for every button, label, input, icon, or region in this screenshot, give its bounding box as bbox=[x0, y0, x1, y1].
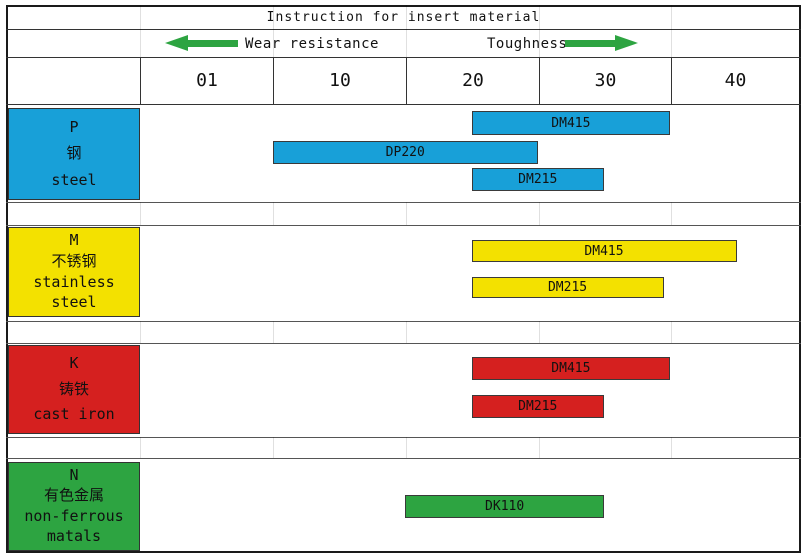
grid-vguide bbox=[671, 437, 672, 458]
arrow-head-left bbox=[165, 35, 188, 51]
axis-tick-40: 40 bbox=[671, 57, 799, 104]
material-label-line: K bbox=[69, 353, 79, 372]
material-label-line: matals bbox=[46, 527, 102, 546]
grid-vguide bbox=[406, 5, 407, 29]
grid-vguide bbox=[140, 5, 141, 29]
material-label-line: steel bbox=[51, 170, 97, 189]
material-label-line: M bbox=[69, 231, 79, 249]
arrow-shaft bbox=[565, 39, 615, 47]
grid-vguide bbox=[273, 321, 274, 343]
grid-vguide bbox=[406, 321, 407, 343]
material-label-line: steel bbox=[51, 293, 97, 312]
grid-vguide bbox=[140, 202, 141, 225]
grid-hline bbox=[6, 458, 801, 459]
material-label-line: stainless bbox=[33, 272, 115, 291]
grid-hline bbox=[6, 437, 801, 438]
grid-hline bbox=[6, 104, 801, 105]
grid-vguide bbox=[539, 202, 540, 225]
table-frame bbox=[6, 5, 801, 553]
grid-vguide bbox=[539, 29, 540, 57]
grid-vguide bbox=[273, 29, 274, 57]
toughness-label: Toughness bbox=[487, 36, 568, 52]
range-bar-M-DM415: DM415 bbox=[471, 240, 737, 262]
grid-hline bbox=[6, 202, 801, 203]
grid-vguide bbox=[273, 437, 274, 458]
axis-tick-10: 10 bbox=[273, 57, 406, 104]
range-bar-label: DM215 bbox=[547, 280, 588, 295]
material-label-line: N bbox=[69, 465, 79, 484]
page-title: Instruction for insert material bbox=[266, 10, 541, 25]
grid-hline bbox=[6, 29, 801, 30]
grid-vguide bbox=[140, 321, 141, 343]
grid-vguide bbox=[671, 321, 672, 343]
grid-vguide bbox=[539, 5, 540, 29]
grid-hline bbox=[6, 225, 801, 226]
range-bar-P-DM215: DM215 bbox=[471, 168, 604, 191]
range-bar-N-DK110: DK110 bbox=[405, 495, 604, 518]
grid-vguide bbox=[406, 29, 407, 57]
material-label-line: 铸铁 bbox=[58, 379, 89, 398]
range-bar-M-DM215: DM215 bbox=[471, 277, 664, 298]
material-cell-M: M 不锈钢 stainless steel bbox=[8, 227, 140, 317]
axis-tick-20: 20 bbox=[406, 57, 539, 104]
grid-vguide bbox=[539, 321, 540, 343]
grid-vguide bbox=[671, 5, 672, 29]
grid-vguide bbox=[273, 5, 274, 29]
arrow-shaft bbox=[188, 39, 238, 47]
grid-vguide bbox=[140, 437, 141, 458]
range-bar-K-DM215: DM215 bbox=[471, 395, 604, 418]
grid-vguide bbox=[671, 202, 672, 225]
material-cell-K: K 铸铁 cast iron bbox=[8, 345, 140, 434]
wear-resistance-label: Wear resistance bbox=[245, 36, 379, 52]
material-label-line: P bbox=[69, 117, 79, 136]
grid-hline bbox=[6, 57, 801, 58]
wear-resistance-arrow-icon bbox=[165, 35, 238, 51]
range-bar-label: DM415 bbox=[551, 361, 591, 376]
range-bar-label: DM215 bbox=[518, 172, 558, 187]
range-bar-P-DM415: DM415 bbox=[471, 111, 671, 135]
axis-tick-01: 01 bbox=[140, 57, 273, 104]
material-label-line: 不锈钢 bbox=[51, 251, 97, 270]
grid-vguide bbox=[406, 437, 407, 458]
range-bar-label: DM215 bbox=[518, 399, 558, 414]
material-label-line: cast iron bbox=[33, 405, 115, 424]
grid-vguide bbox=[406, 202, 407, 225]
grid-hline bbox=[6, 321, 801, 322]
arrow-head-right bbox=[615, 35, 638, 51]
grid-vguide bbox=[671, 29, 672, 57]
range-bar-label: DP220 bbox=[385, 145, 425, 160]
material-label-line: non-ferrous bbox=[24, 506, 124, 525]
range-bar-label: DM415 bbox=[584, 243, 624, 259]
material-label-line: 钢 bbox=[66, 144, 82, 163]
grid-hline bbox=[6, 343, 801, 344]
axis-tick-30: 30 bbox=[539, 57, 671, 104]
range-bar-label: DM415 bbox=[551, 115, 591, 131]
range-bar-K-DM415: DM415 bbox=[471, 357, 671, 380]
range-bar-label: DK110 bbox=[485, 499, 525, 514]
range-bar-P-DP220: DP220 bbox=[272, 141, 538, 164]
grid-vguide bbox=[140, 29, 141, 57]
material-label-line: 有色金属 bbox=[43, 486, 104, 505]
toughness-arrow-icon bbox=[565, 35, 638, 51]
grid-vguide bbox=[273, 202, 274, 225]
grid-vguide bbox=[539, 437, 540, 458]
